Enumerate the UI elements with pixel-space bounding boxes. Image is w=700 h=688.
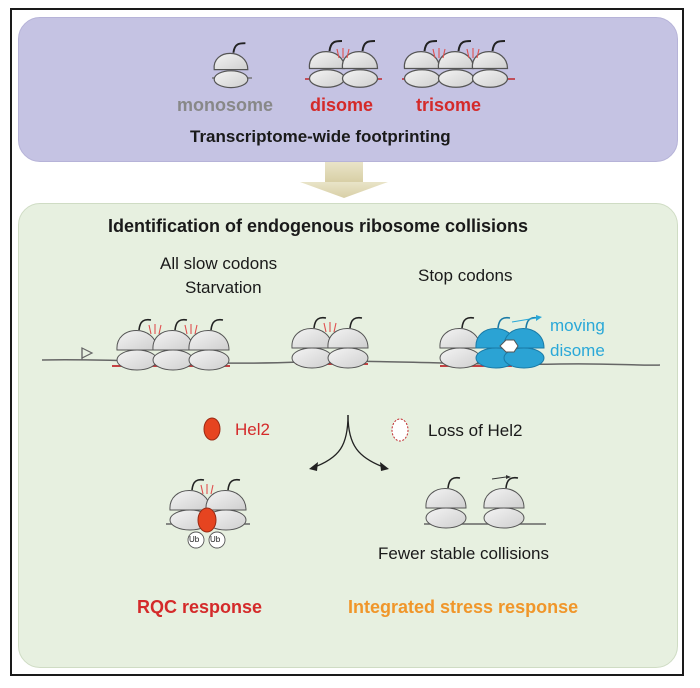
condition-stop-codons: Stop codons (418, 266, 513, 285)
ubiquitin-icon (208, 531, 226, 549)
monosome-label: monosome (177, 95, 274, 115)
rqc-disome-icon (166, 478, 250, 549)
loss-hel2-icon (391, 418, 409, 442)
condition-slow-codons: All slow codons (160, 254, 278, 273)
ubiquitin-icon (187, 531, 205, 549)
hel2-label: Hel2 (235, 420, 270, 439)
trisome-label: trisome (416, 95, 482, 115)
branch-arrow-icon (309, 414, 389, 471)
method-label: Transcriptome-wide footprinting (190, 127, 451, 146)
top-panel (18, 17, 678, 162)
collided-trisome-icon (116, 318, 230, 371)
disome-moving-label: disome (550, 341, 605, 360)
bottom-panel (18, 203, 678, 668)
main-title: Identification of endogenous ribosome co… (108, 216, 529, 236)
moving-label: moving (550, 316, 605, 335)
ub-label-1: Ub (189, 535, 200, 544)
collided-disome-icon (291, 316, 369, 369)
ub-label-2: Ub (210, 535, 221, 544)
disome-icon (305, 40, 382, 89)
figure-frame (10, 8, 684, 676)
isr-label: Integrated stress response (348, 597, 579, 617)
monosome-icon (212, 42, 252, 89)
down-arrow-icon (300, 162, 388, 198)
disome-label: disome (310, 95, 374, 115)
loss-hel2-label: Loss of Hel2 (428, 421, 523, 440)
start-flag-icon (81, 347, 94, 360)
rqc-response-label: RQC response (137, 597, 263, 617)
trisome-icon (402, 40, 515, 89)
hel2-icon (203, 417, 221, 441)
fewer-collisions-label: Fewer stable collisions (378, 544, 550, 563)
condition-starvation: Starvation (185, 278, 262, 297)
separated-ribosomes-icon (424, 475, 546, 529)
stop-codon-disome-icon (439, 315, 545, 369)
